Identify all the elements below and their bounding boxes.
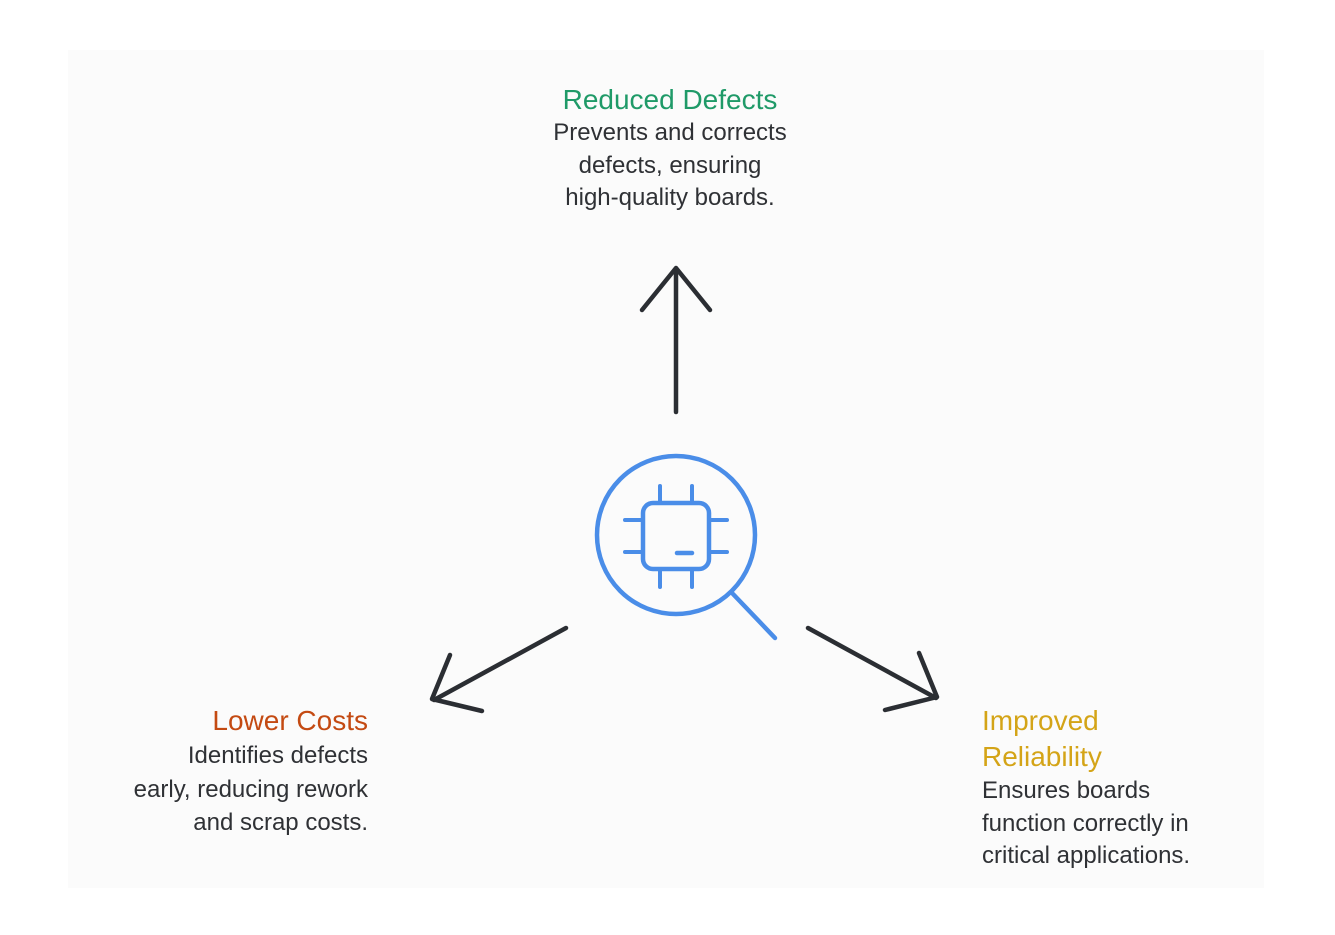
benefit-description-line: early, reducing rework bbox=[133, 775, 368, 803]
benefit-description-line: critical applications. bbox=[982, 842, 1191, 869]
benefit-description-line: and scrap costs. bbox=[193, 809, 368, 836]
benefit-title: Lower Costs bbox=[212, 705, 368, 736]
benefit-improved-reliability: Improved Reliability Ensures boards func… bbox=[982, 703, 1282, 873]
benefit-description-line: Ensures boards bbox=[982, 777, 1151, 804]
benefit-lower-costs: Lower Costs Identifies defects early, re… bbox=[60, 703, 368, 840]
benefit-description-line: Prevents and corrects bbox=[553, 119, 787, 146]
benefit-description-line: function correctly in bbox=[982, 809, 1189, 837]
magnifier-chip-icon bbox=[594, 453, 778, 641]
benefit-title: Improved bbox=[982, 705, 1099, 736]
benefit-description-line: defects, ensuring bbox=[578, 151, 762, 179]
arrow-up bbox=[639, 265, 713, 415]
benefit-reduced-defects: Reduced Defects Prevents and corrects de… bbox=[500, 83, 840, 215]
diagram-background bbox=[68, 50, 1264, 888]
benefit-description-line: high-quality boards. bbox=[565, 184, 775, 211]
benefit-description-line: Identifies defects bbox=[187, 742, 368, 769]
arrow-lower-left bbox=[429, 625, 569, 714]
benefit-title: Reliability bbox=[982, 741, 1102, 772]
arrow-lower-right bbox=[805, 625, 940, 713]
benefit-title: Reduced Defects bbox=[562, 84, 778, 115]
